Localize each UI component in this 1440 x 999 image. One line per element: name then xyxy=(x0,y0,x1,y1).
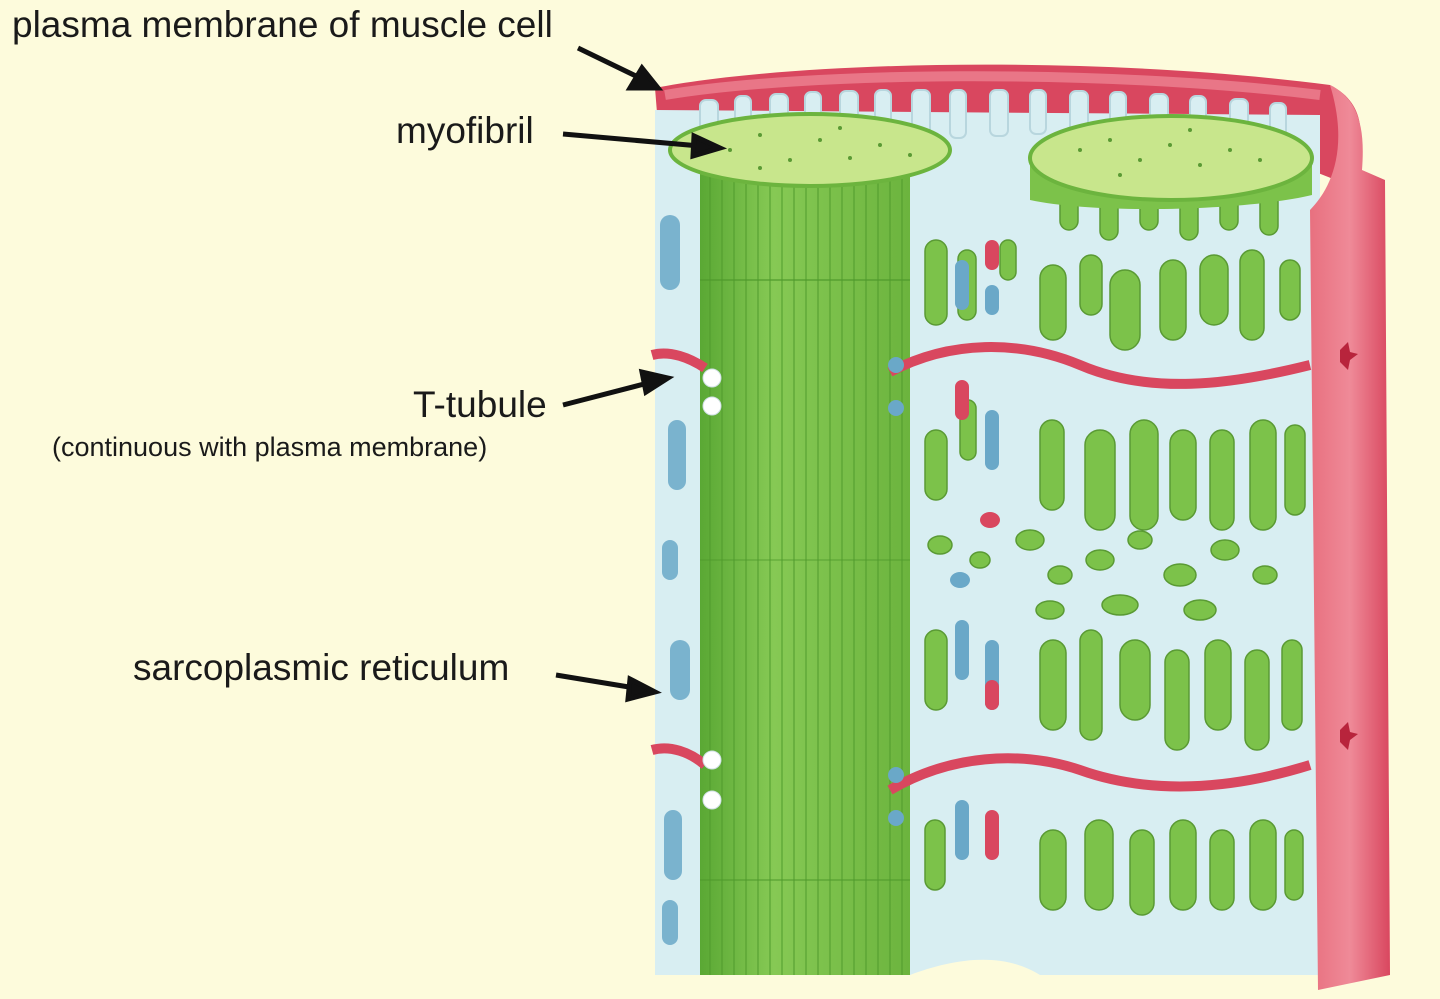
arrow-sarcoplasmic-reticulum xyxy=(555,672,636,691)
reticulum-blue-red-bits xyxy=(950,240,1000,860)
label-arrows xyxy=(555,45,728,703)
plasma-membrane-right-edge xyxy=(1310,85,1390,990)
arrow-t-tubule xyxy=(562,380,649,408)
arrow-plasma-membrane xyxy=(576,45,642,81)
reticulum-tubules-left xyxy=(660,215,690,945)
reticulum-green-network xyxy=(924,179,1306,916)
label-t-tubule-note: (continuous with plasma membrane) xyxy=(52,432,488,462)
t-tubule-white-vesicles xyxy=(702,368,722,810)
label-t-tubule: T-tubule xyxy=(413,384,547,425)
myofibril-back xyxy=(1028,114,1314,210)
label-plasma-membrane: plasma membrane of muscle cell xyxy=(12,4,553,45)
myofibril-front xyxy=(668,112,952,975)
t-tubule-upper xyxy=(650,342,1312,389)
membrane-t-tubule-openings xyxy=(1340,342,1358,750)
t-tubule-junction-dots xyxy=(888,357,904,826)
arrow-myofibril xyxy=(562,131,701,149)
label-myofibril: myofibril xyxy=(396,110,534,151)
t-tubule-lower xyxy=(650,743,1312,795)
label-sarcoplasmic-reticulum: sarcoplasmic reticulum xyxy=(133,647,510,688)
